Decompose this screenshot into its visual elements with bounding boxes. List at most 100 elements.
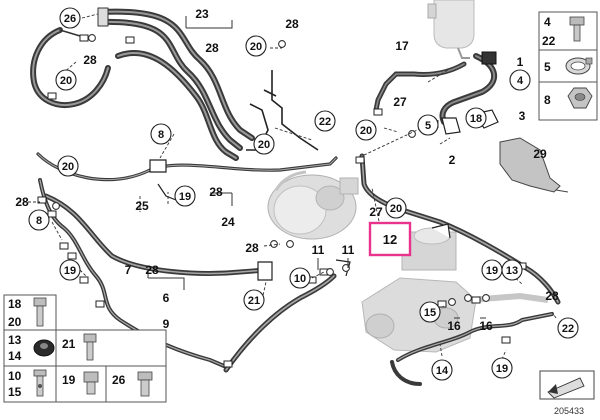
callout-circle-20[interactable]: 20 [385,197,407,219]
highlighted-part-box[interactable]: 12 [368,221,412,257]
hex-bolt-icon [137,371,153,397]
callout-circle-label: 18 [470,113,482,125]
callout-label-24[interactable]: 24 [221,215,235,229]
callout-label-28[interactable]: 28 [15,195,29,209]
callout-label-16[interactable]: 16 [479,319,493,333]
callout-circle-10[interactable]: 10 [289,267,311,289]
callout-label-11[interactable]: 11 [342,243,355,257]
callout-circle-label: 22 [319,116,331,128]
legend-bottom-label-18: 18 [8,297,22,311]
rubber-grommet-icon [33,339,55,357]
callout-circle-5[interactable]: 5 [417,114,439,136]
callout-label-7[interactable]: 7 [125,263,132,277]
bolt-icon [569,16,585,42]
callout-circle-8[interactable]: 8 [150,123,172,145]
callout-circle-26[interactable]: 26 [59,7,81,29]
legend-bottom: 18 20 13 14 21 10 15 19 26 [3,294,167,403]
callout-circle-label: 20 [360,125,372,137]
legend-right: 4 22 5 8 [538,11,598,121]
callout-circle-label: 19 [496,363,508,375]
leader-lines [18,13,557,371]
legend-bottom-label-21: 21 [62,337,76,351]
callout-circle-4[interactable]: 4 [509,69,531,91]
callout-label-29[interactable]: 29 [533,147,547,161]
callout-circle-20[interactable]: 20 [355,119,377,141]
callout-circle-19[interactable]: 19 [59,259,81,281]
legend-bottom-label-19: 19 [62,373,76,387]
callout-circle-21[interactable]: 21 [243,289,265,311]
reservoir-hoses [373,51,497,125]
callout-circle-label: 5 [425,120,431,132]
callout-circle-label: 14 [436,365,449,377]
callout-circle-label: 26 [64,13,76,25]
highlighted-part-label: 12 [383,232,397,247]
callout-circle-label: 19 [64,265,76,277]
callout-circle-22[interactable]: 22 [557,317,579,339]
callout-label-27[interactable]: 27 [369,205,383,219]
callout-circle-label: 8 [158,129,164,141]
legend-right-label-4: 4 [544,15,551,29]
callout-circle-22[interactable]: 22 [314,110,336,132]
callout-circle-label: 21 [248,295,260,307]
callout-label-28[interactable]: 28 [83,53,97,67]
bracket-clips [149,109,499,281]
callout-circle-label: 10 [294,273,306,285]
callout-label-28[interactable]: 28 [545,289,559,303]
callout-label-16[interactable]: 16 [447,319,461,333]
legend-bottom-label-20: 20 [8,315,22,329]
callout-circle-label: 13 [506,265,518,277]
callout-label-3[interactable]: 3 [519,109,526,123]
callout-circle-19[interactable]: 19 [481,259,503,281]
diagram-code-box: 205433 [539,370,595,416]
callout-circle-label: 19 [179,191,191,203]
pump-to-gear-pressure-line [223,273,337,373]
banjo-bolt-icon [33,369,47,397]
steering-gear [361,227,549,353]
callout-circle-label: 20 [258,139,270,151]
callout-label-28[interactable]: 28 [285,17,299,31]
legend-right-label-5: 5 [544,60,551,74]
callout-circle-14[interactable]: 14 [431,359,453,381]
callout-label-25[interactable]: 25 [135,199,149,213]
upper-hose-bundle [97,7,255,161]
return-line-right [359,153,561,386]
callout-circle-label: 22 [562,323,574,335]
callout-label-17[interactable]: 17 [395,39,409,53]
callout-circle-18[interactable]: 18 [465,107,487,129]
fluid-reservoir [427,0,475,59]
callout-circle-label: 20 [62,161,74,173]
callout-label-28[interactable]: 28 [205,41,219,55]
group-brackets [147,16,486,319]
callout-label-6[interactable]: 6 [163,291,170,305]
callout-label-28[interactable]: 28 [145,263,159,277]
callout-label-1[interactable]: 1 [517,55,524,69]
callout-circle-label: 20 [60,75,72,87]
callout-circle-13[interactable]: 13 [501,259,523,281]
callout-circle-20[interactable]: 20 [253,133,275,155]
left-hose-loop [30,27,111,108]
hose-clamp-icon [565,57,593,75]
callout-label-9[interactable]: 9 [163,317,170,331]
callout-label-28[interactable]: 28 [245,241,259,255]
callout-label-28[interactable]: 28 [209,185,223,199]
callout-label-23[interactable]: 23 [195,7,209,21]
legend-bottom-label-15: 15 [8,385,22,399]
legend-right-label-22: 22 [542,34,556,48]
legend-bottom-label-13: 13 [8,333,22,347]
hex-nut-icon [567,87,593,109]
steering-pump [267,170,359,240]
callout-label-27[interactable]: 27 [393,95,407,109]
callout-label-2[interactable]: 2 [449,153,456,167]
callout-circle-label: 4 [517,75,524,87]
callout-circle-20[interactable]: 20 [245,35,267,57]
callout-circle-20[interactable]: 20 [55,69,77,91]
callout-circle-19[interactable]: 19 [491,357,513,379]
bolt-icon [83,333,97,361]
legend-right-label-8: 8 [544,93,551,107]
callout-circle-8[interactable]: 8 [28,209,50,231]
callout-circle-15[interactable]: 15 [419,301,441,323]
callout-circle-19[interactable]: 19 [174,185,196,207]
callout-label-11[interactable]: 11 [312,243,325,257]
callout-circle-20[interactable]: 20 [57,155,79,177]
